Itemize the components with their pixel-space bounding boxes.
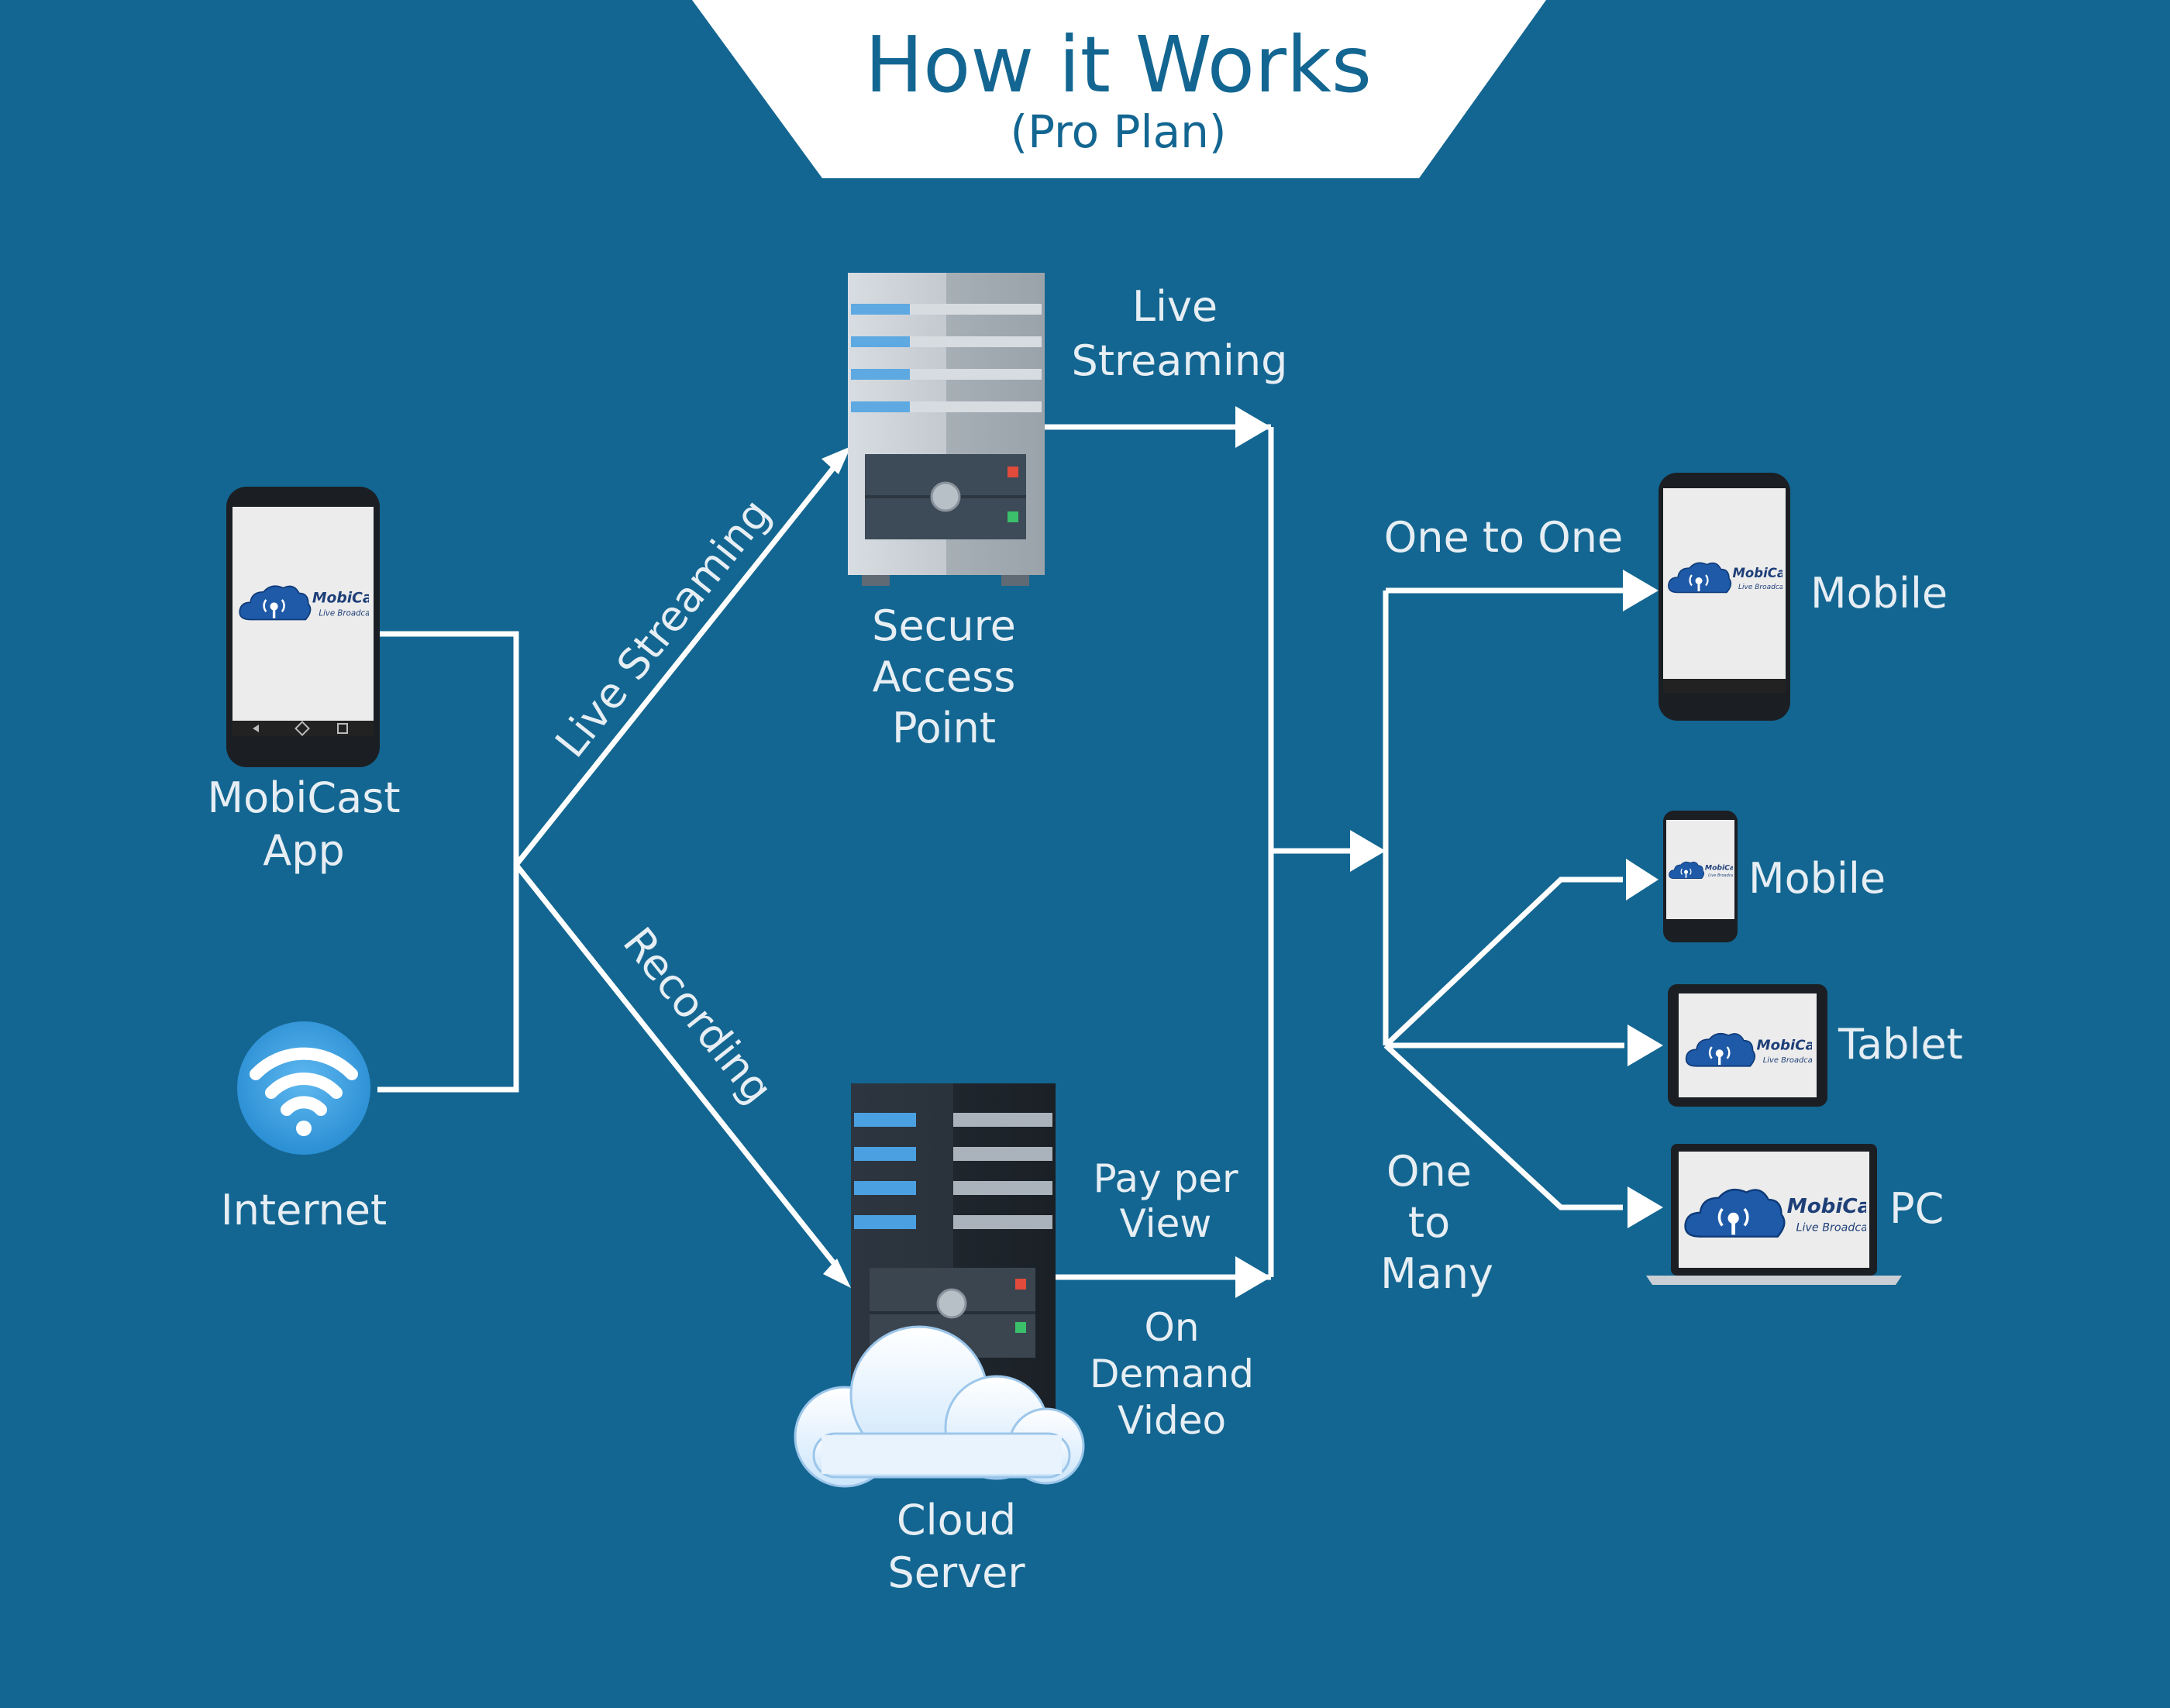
live-output-label-line2: Streaming [1072, 336, 1288, 385]
vod-label-line1: On [1144, 1305, 1199, 1350]
vod-label-line3: Video [1118, 1398, 1226, 1443]
one-to-many-label-line2: to [1408, 1198, 1450, 1247]
arrow-to-tablet [1628, 1024, 1663, 1066]
arrow-ppv-out [1235, 1256, 1271, 1298]
cloud-server-icon [794, 1083, 1085, 1488]
arrow-to-pc [1628, 1186, 1663, 1228]
vod-label-line2: Demand [1090, 1352, 1254, 1396]
sap-label-line1: Secure [872, 601, 1016, 650]
smartphone-icon [1663, 811, 1738, 942]
arrowheads [822, 406, 1663, 1298]
to-pc-line [1383, 1043, 1623, 1210]
arrow-to-sap [822, 446, 851, 474]
smartphone-icon [226, 487, 380, 767]
device-pc: PC [1646, 1144, 1944, 1285]
header-banner: How it Works (Pro Plan) [692, 0, 1546, 178]
recording-branch-line [514, 863, 842, 1273]
ppv-label-line1: Pay per [1093, 1156, 1238, 1201]
secure-access-point-node: Secure Access Point [848, 273, 1045, 752]
page-subtitle: (Pro Plan) [1010, 105, 1226, 158]
internet-node: Internet [221, 1021, 387, 1235]
cloud-label-line1: Cloud [897, 1496, 1016, 1544]
arrow-to-mobile-small [1626, 859, 1658, 900]
device-mobile-large: Mobile [1658, 473, 1948, 721]
mobicast-app-node: MobiCast App [207, 487, 401, 875]
server-icon [848, 273, 1045, 586]
header-panel [692, 0, 1546, 178]
one-to-one-label: One to One [1384, 513, 1623, 562]
sap-label-line2: Access [873, 653, 1016, 701]
arrow-to-cloud [823, 1259, 851, 1288]
cloud-server-node: Cloud Server [794, 1083, 1085, 1597]
cloud-label-line2: Server [887, 1548, 1025, 1597]
internet-label: Internet [221, 1186, 387, 1235]
arrow-live-out [1235, 406, 1271, 448]
live-output-label-line1: Live [1132, 282, 1218, 331]
arrow-to-distribution [1350, 830, 1386, 872]
wifi-icon [237, 1021, 370, 1155]
app-label-line1: MobiCast [207, 773, 400, 822]
device-mobile-small: Mobile [1663, 811, 1886, 942]
page-title: How it Works [865, 19, 1372, 110]
live-streaming-branch-label: Live Streaming [546, 490, 780, 766]
arrow-to-mobile-large [1623, 570, 1658, 611]
ppv-label-line2: View [1120, 1201, 1212, 1246]
to-mobile-small-line [1383, 876, 1623, 1048]
sap-label-line3: Point [892, 704, 996, 752]
app-label-line2: App [263, 826, 345, 875]
device-tablet: Tablet [1668, 984, 1963, 1107]
tablet-label: Tablet [1838, 1020, 1963, 1069]
one-to-many-label-line3: Many [1380, 1249, 1493, 1298]
laptop-icon [1646, 1144, 1902, 1285]
live-streaming-branch-line [514, 461, 839, 867]
connection-lines [377, 424, 1624, 1280]
pc-label: PC [1889, 1184, 1944, 1233]
smartphone-icon [1658, 473, 1790, 721]
source-merge-line [377, 631, 519, 1093]
mobile-small-label: Mobile [1748, 854, 1886, 903]
one-to-many-label-line1: One [1386, 1147, 1472, 1196]
tablet-icon [1668, 984, 1827, 1107]
mobile-large-label: Mobile [1810, 569, 1948, 618]
